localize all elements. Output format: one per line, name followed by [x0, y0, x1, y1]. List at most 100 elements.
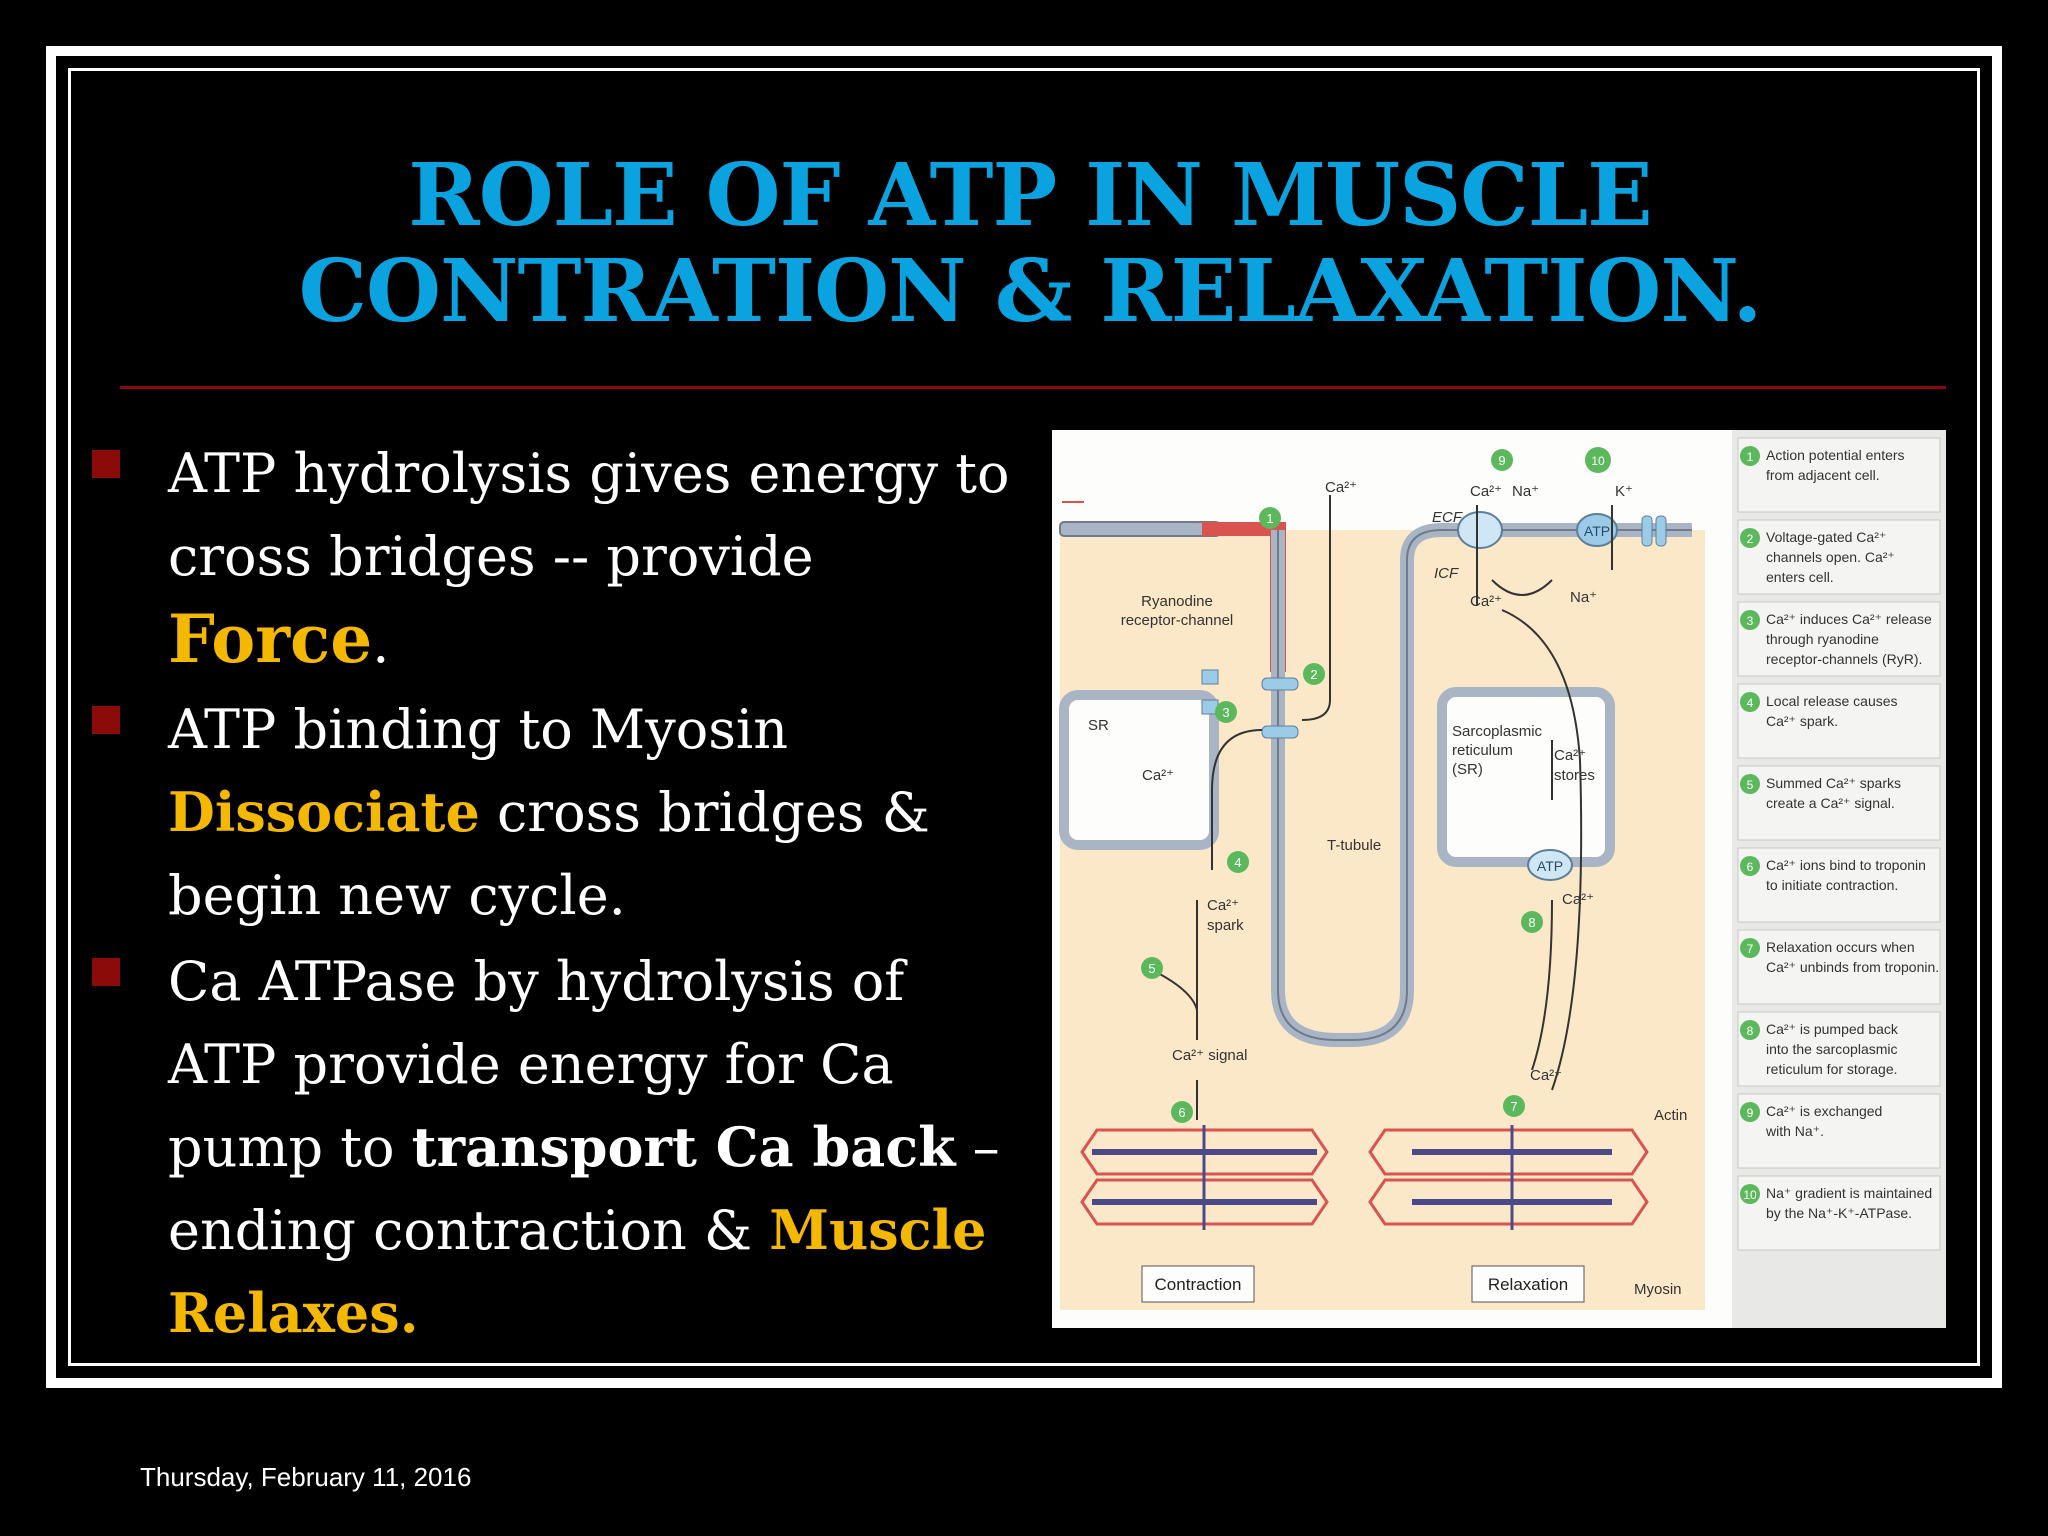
atp-pump-label: ATP: [1584, 523, 1610, 539]
legend-item: [1737, 601, 1941, 677]
bullet-text: .: [372, 612, 390, 675]
badge-5: 5: [1148, 961, 1155, 976]
legend-badge: [1740, 774, 1760, 794]
extracellular-space: [1060, 430, 1705, 530]
legend-text: Ca²⁺ unbinds from troponin.: [1766, 959, 1939, 975]
legend-text: Ca²⁺ is pumped back: [1766, 1021, 1899, 1037]
bullet-highlight: Muscle Relaxes: [168, 1198, 987, 1345]
legend-text: to initiate contraction.: [1766, 877, 1898, 893]
sarcomere-contraction: Contraction: [1080, 1125, 1329, 1303]
k-channel-left: [1641, 515, 1653, 547]
slide-title-line-2: CONTRATION & RELAXATION.: [298, 241, 1763, 342]
legend-text: Na⁺ gradient is maintained: [1766, 1185, 1932, 1201]
legend-item: [1737, 929, 1941, 1005]
badge-7: 7: [1510, 1099, 1517, 1114]
label-ca-sr: Ca²⁺: [1142, 767, 1174, 784]
label-ecf: ECF: [1432, 509, 1463, 526]
legend-text: create a Ca²⁺ signal.: [1766, 795, 1895, 811]
legend-badge-number: 8: [1747, 1024, 1754, 1038]
legend-badge-number: 9: [1747, 1106, 1754, 1120]
dhp-channel: [1261, 725, 1299, 739]
legend-item: [1737, 683, 1941, 759]
legend-text: Voltage-gated Ca²⁺: [1766, 529, 1886, 545]
bullet-item: Ca ATPase by hydrolysis of ATP provide e…: [92, 940, 1022, 1355]
label-na-icf: Na⁺: [1570, 589, 1597, 606]
legend-badge-number: 4: [1747, 696, 1754, 710]
legend-text: receptor-channels (RyR).: [1766, 651, 1922, 667]
bullet-text: ATP hydrolysis gives energy to cross bri…: [168, 442, 1010, 588]
label-icf: ICF: [1434, 565, 1459, 582]
label-ca-spark-2: spark: [1207, 917, 1244, 934]
flow-arrows: [1062, 495, 1613, 1120]
label-sr-paren: (SR): [1452, 761, 1483, 778]
bullet-item: ATP binding to Myosin Dissociate cross b…: [92, 688, 1022, 937]
bullet-text: ATP binding to Myosin: [168, 698, 788, 761]
legend-text: enters cell.: [1766, 569, 1834, 585]
legend-badge: [1740, 856, 1760, 876]
legend-item: [1737, 765, 1941, 841]
legend-item: [1737, 1093, 1941, 1169]
badge-4: 4: [1234, 855, 1241, 870]
legend-badge: [1740, 446, 1760, 466]
legend-item: [1737, 437, 1941, 513]
bullet-item: ATP hydrolysis gives energy to cross bri…: [92, 432, 1022, 685]
bullet-text: cross bridges & begin new cycle.: [168, 781, 930, 927]
badge-6: 6: [1178, 1105, 1185, 1120]
bullet-text: .: [399, 1281, 419, 1345]
badge-8: 8: [1528, 915, 1535, 930]
label-myosin: Myosin: [1634, 1281, 1682, 1298]
bullet-square-icon: [92, 958, 120, 986]
label-sarcoplasmic: Sarcoplasmic: [1452, 723, 1543, 740]
serca-atp-label: ATP: [1537, 858, 1563, 874]
serca-pump-icon: [1527, 849, 1573, 881]
bullet-list: ATP hydrolysis gives energy to cross bri…: [92, 432, 1022, 1358]
legend-text: through ryanodine: [1766, 631, 1879, 647]
legend-text: Summed Ca²⁺ sparks: [1766, 775, 1901, 791]
voltage-gated-channel: [1261, 677, 1299, 691]
legend-text: Ca²⁺ induces Ca²⁺ release: [1766, 611, 1932, 627]
na-k-atpase-icon: [1576, 513, 1618, 547]
legend-badge-number: 6: [1747, 860, 1754, 874]
bullet-text: Ca ATPase by hydrolysis of ATP provide e…: [168, 950, 905, 1179]
bullet-highlight: Force: [168, 600, 373, 678]
legend-text: Relaxation occurs when: [1766, 939, 1915, 955]
slide-title: ROLE OF ATP IN MUSCLE CONTRATION & RELAX…: [200, 148, 1860, 340]
legend-badge: [1740, 692, 1760, 712]
k-channel-right: [1655, 515, 1667, 547]
legend-badge: [1740, 1020, 1760, 1040]
bullet-highlight: Dissociate: [168, 780, 480, 844]
label-ca-pump: Ca²⁺: [1562, 891, 1594, 908]
legend-text: from adjacent cell.: [1766, 467, 1880, 483]
legend-item: [1737, 519, 1941, 595]
sarcolemma: [1059, 521, 1221, 537]
label-t-tubule: T-tubule: [1327, 837, 1381, 854]
t-tubule-outline: [1277, 529, 1692, 1041]
legend-badge: [1740, 1184, 1760, 1204]
legend-badge: [1740, 1102, 1760, 1122]
label-ca-spark-1: Ca²⁺: [1207, 897, 1239, 914]
contraction-label: Contraction: [1155, 1275, 1242, 1294]
excitation-contraction-diagram: ATP ATP Contraction: [1052, 430, 1946, 1328]
bullet-text: – ending contraction &: [168, 1116, 1000, 1262]
diagram-svg: ATP ATP Contraction: [1059, 430, 1946, 1328]
badge-3: 3: [1222, 705, 1229, 720]
label-stores: stores: [1554, 767, 1595, 784]
step-badges: 1 2 3 4 5 6 7 8 9 10: [1141, 447, 1611, 1123]
legend-text: channels open. Ca²⁺: [1766, 549, 1895, 565]
legend-item: [1737, 847, 1941, 923]
slide-title-line-1: ROLE OF ATP IN MUSCLE: [408, 145, 1652, 246]
badge-1: 1: [1266, 511, 1273, 526]
label-sr: SR: [1088, 717, 1109, 734]
slide-outer-border: [46, 46, 2002, 1388]
legend-badge-number: 7: [1747, 942, 1754, 956]
label-ca-exchanger: Ca²⁺: [1470, 483, 1502, 500]
legend-item: [1737, 1011, 1941, 1087]
label-ca-top: Ca²⁺: [1325, 479, 1357, 496]
badge-10: 10: [1591, 454, 1605, 468]
legend-text: Local release causes: [1766, 693, 1898, 709]
title-divider: [120, 386, 1946, 389]
sr-left: [1059, 690, 1219, 850]
legend-text: with Na⁺.: [1765, 1123, 1824, 1139]
label-receptor-channel: receptor-channel: [1121, 612, 1234, 629]
